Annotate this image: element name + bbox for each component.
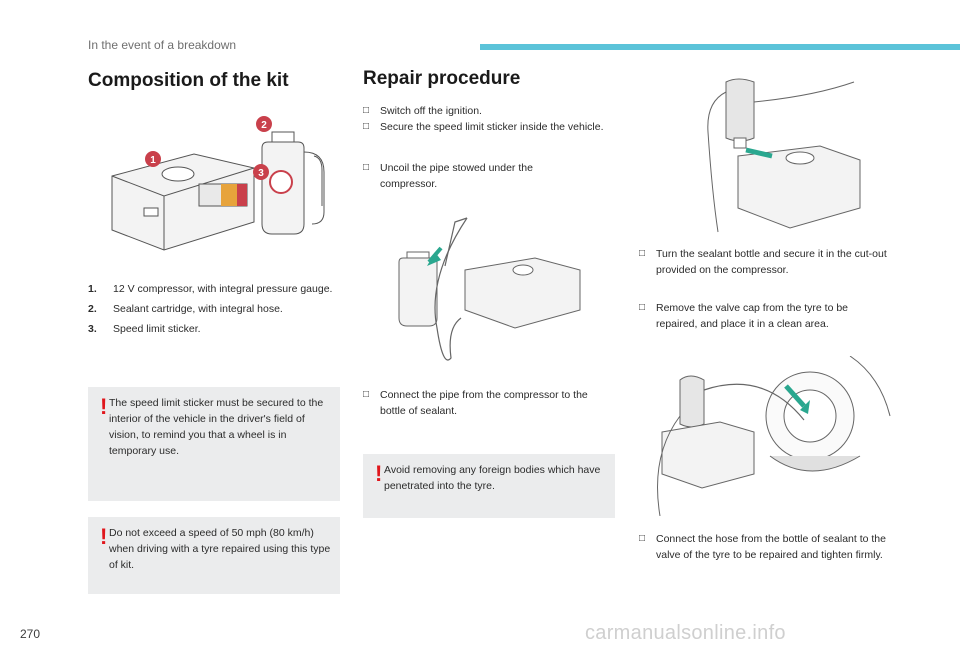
step-uncoil-pipe: □ Uncoil the pipe stowed under the compr… bbox=[363, 160, 593, 192]
step-text: Secure the speed limit sticker inside th… bbox=[380, 121, 604, 133]
tyre-valve-illustration bbox=[657, 356, 891, 516]
step-text: Turn the sealant bottle and secure it in… bbox=[656, 248, 887, 276]
warning-text: Avoid removing any foreign bodies which … bbox=[384, 464, 601, 492]
watermark: carmanualsonline.info bbox=[585, 622, 786, 644]
header-accent-bar bbox=[480, 44, 960, 50]
page-number: 270 bbox=[20, 627, 41, 641]
warning-text: Do not exceed a speed of 50 mph (80 km/h… bbox=[109, 527, 331, 571]
step-text: Uncoil the pipe stowed under the compres… bbox=[380, 162, 533, 190]
list-item: 2. Sealant cartridge, with integral hose… bbox=[88, 301, 338, 317]
callout-2: 2 bbox=[261, 120, 267, 131]
check-box-icon: □ bbox=[639, 248, 646, 259]
kit-component-list: 1. 12 V compressor, with integral pressu… bbox=[88, 281, 338, 341]
kit-illustration: 1 2 3 bbox=[111, 116, 325, 251]
step-connect-hose: □ Connect the hose from the bottle of se… bbox=[639, 531, 899, 563]
step-remove-valve-cap: □ Remove the valve cap from the tyre to … bbox=[639, 300, 889, 332]
item-number: 2. bbox=[88, 303, 97, 315]
step-text: Connect the pipe from the compressor to … bbox=[380, 389, 588, 417]
exclamation-icon: ! bbox=[100, 524, 108, 549]
check-box-icon: □ bbox=[639, 302, 646, 313]
pipe-connection-illustration bbox=[398, 217, 581, 361]
item-number: 1. bbox=[88, 283, 97, 295]
step-turn-bottle: □ Turn the sealant bottle and secure it … bbox=[639, 246, 889, 278]
step-secure-sticker: □ Secure the speed limit sticker inside … bbox=[363, 119, 613, 135]
step-connect-pipe: □ Connect the pipe from the compressor t… bbox=[363, 387, 613, 419]
list-item: 3. Speed limit sticker. bbox=[88, 321, 338, 337]
check-box-icon: □ bbox=[363, 121, 370, 132]
speed-limit-warning-box: ! Do not exceed a speed of 50 mph (80 km… bbox=[88, 517, 340, 594]
step-switch-off: □ Switch off the ignition. bbox=[363, 103, 613, 119]
check-box-icon: □ bbox=[363, 389, 370, 400]
step-text: Remove the valve cap from the tyre to be… bbox=[656, 302, 849, 330]
step-text: Switch off the ignition. bbox=[380, 105, 482, 117]
callout-3: 3 bbox=[258, 168, 264, 179]
item-text: Sealant cartridge, with integral hose. bbox=[113, 303, 283, 315]
item-text: 12 V compressor, with integral pressure … bbox=[113, 283, 333, 295]
kit-composition-title: Composition of the kit bbox=[88, 70, 289, 91]
exclamation-icon: ! bbox=[375, 461, 383, 486]
check-box-icon: □ bbox=[363, 162, 370, 173]
step-text: Connect the hose from the bottle of seal… bbox=[656, 533, 886, 561]
callout-1: 1 bbox=[150, 155, 156, 166]
section-header: In the event of a breakdown bbox=[88, 38, 237, 52]
check-box-icon: □ bbox=[639, 533, 646, 544]
item-text: Speed limit sticker. bbox=[113, 323, 201, 335]
check-box-icon: □ bbox=[363, 105, 370, 116]
exclamation-icon: ! bbox=[100, 394, 108, 419]
speed-sticker-warning-box: ! The speed limit sticker must be secure… bbox=[88, 387, 340, 501]
item-number: 3. bbox=[88, 323, 97, 335]
list-item: 1. 12 V compressor, with integral pressu… bbox=[88, 281, 338, 297]
warning-text: The speed limit sticker must be secured … bbox=[109, 397, 324, 457]
repair-procedure-title: Repair procedure bbox=[363, 68, 521, 89]
sealant-bottle-illustration bbox=[707, 78, 861, 233]
foreign-bodies-warning-box: ! Avoid removing any foreign bodies whic… bbox=[363, 454, 615, 518]
